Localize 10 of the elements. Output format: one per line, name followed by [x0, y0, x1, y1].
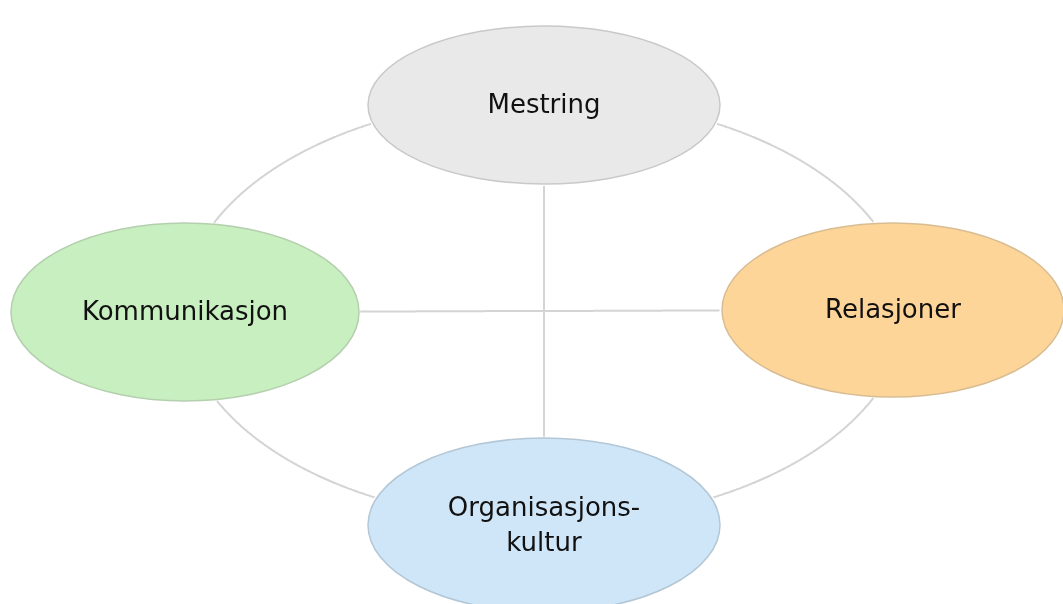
connector-line — [359, 309, 721, 313]
node-label: Relasjoner — [825, 293, 961, 327]
node-label: Kommunikasjon — [81, 295, 289, 329]
connector-line — [712, 397, 875, 499]
connector-line — [216, 400, 376, 499]
node-label: Mestring — [487, 88, 601, 122]
node-label: Organisasjons- kultur — [446, 490, 642, 559]
connector-line — [543, 184, 545, 438]
connector-line — [716, 122, 875, 223]
connector-line — [213, 122, 372, 224]
